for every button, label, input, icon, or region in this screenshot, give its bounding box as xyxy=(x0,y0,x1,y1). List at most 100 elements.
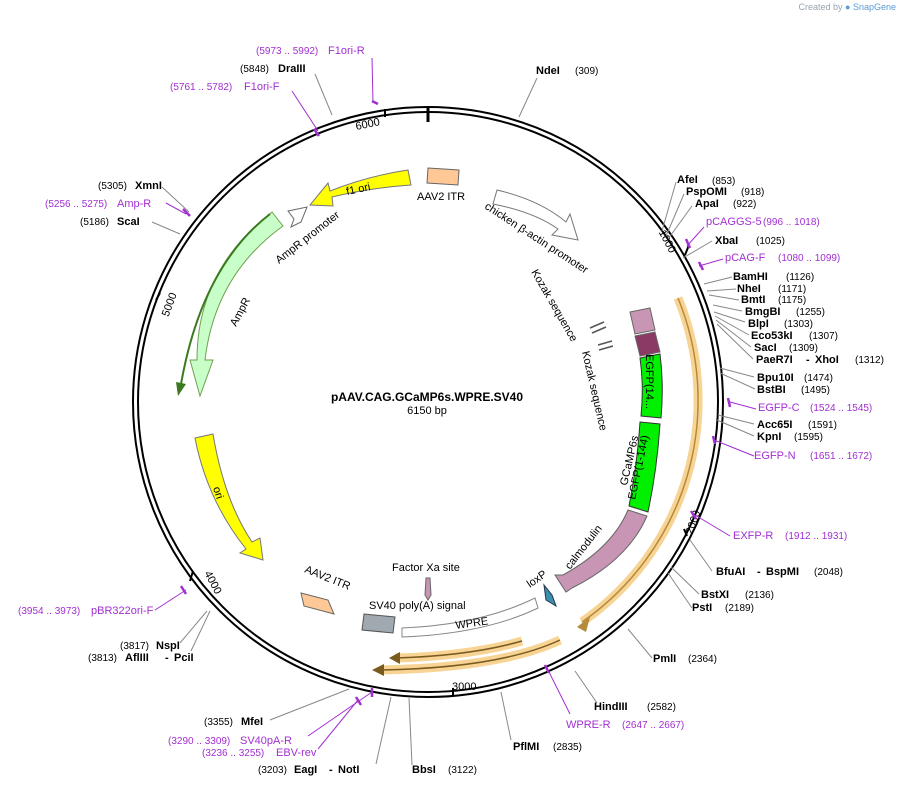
plasmid-size: 6150 bp xyxy=(407,405,447,417)
feature-f1-ori xyxy=(308,169,412,207)
plasmid-name: pAAV.CAG.GCaMP6s.WPRE.SV40 xyxy=(331,390,523,404)
primer-name: Amp-R xyxy=(117,198,151,210)
enzyme-pos: (309) xyxy=(575,66,598,77)
enzyme-pos: (1595) xyxy=(794,432,823,443)
enzyme-name: BmtI xyxy=(741,294,765,306)
enzyme-name: AfeI xyxy=(677,174,698,186)
enzyme-pos: (1312) xyxy=(855,355,884,366)
enzyme-pos: (922) xyxy=(733,199,756,210)
enzyme-name: BfuAI xyxy=(716,566,745,578)
enzyme-pos: (1307) xyxy=(809,331,838,342)
enzyme-name: BstXI xyxy=(701,589,729,601)
feature-calmodulin xyxy=(554,509,648,593)
backbone-outer xyxy=(132,106,724,698)
credit-brand: SnapGene xyxy=(852,2,896,12)
feature-label-ampr-promoter: AmpR promoter xyxy=(273,209,342,266)
primer-name: pBR322ori-F xyxy=(91,605,154,617)
primer-pos: (2647 .. 2667) xyxy=(622,720,684,731)
primer-name: EXFP-R xyxy=(733,530,773,542)
feature-cba-promoter xyxy=(492,189,579,241)
enzyme-name: PaeR7I xyxy=(756,354,793,366)
enzyme-name: DraIII xyxy=(278,63,306,75)
orf-line-main xyxy=(581,297,699,623)
primer-pos: (3954 .. 3973) xyxy=(18,606,80,617)
enzyme-sep: - xyxy=(806,354,810,366)
feature-factor-xa xyxy=(424,577,432,601)
feature-m13-segment xyxy=(634,331,661,357)
enzyme-sep: - xyxy=(165,652,169,664)
feature-kozak-2 xyxy=(597,340,614,351)
credit-prefix: Created by xyxy=(798,2,843,12)
primer-pos: (1524 .. 1545) xyxy=(810,403,872,414)
primer-name: EGFP-N xyxy=(754,450,796,462)
enzyme-name-alt: NotI xyxy=(338,764,359,776)
enzyme-sep: - xyxy=(757,566,761,578)
orf-arrowhead-2 xyxy=(389,652,400,664)
primer-pos: (1080 .. 1099) xyxy=(778,253,840,264)
enzyme-name: PstI xyxy=(692,602,712,614)
feature-label-ori: ori xyxy=(210,485,225,500)
enzyme-pos: (1175) xyxy=(778,295,806,306)
feature-ampr-promoter xyxy=(287,206,308,229)
primer-leaders xyxy=(154,57,757,750)
primer-name: F1ori-R xyxy=(328,45,365,57)
enzyme-pos: (5848) xyxy=(240,64,269,75)
feature-sv40-polya xyxy=(361,613,396,634)
primer-name: F1ori-F xyxy=(244,81,280,93)
enzyme-name: NdeI xyxy=(536,65,560,77)
orf-arrowhead-main xyxy=(577,617,590,632)
orf-line-2 xyxy=(394,640,523,659)
primer-pos: (5761 .. 5782) xyxy=(170,82,232,93)
primer-pos: (5256 .. 5275) xyxy=(45,199,107,210)
enzyme-name-alt: BspMI xyxy=(766,566,799,578)
primer-name: pCAGGS-5 xyxy=(706,216,762,228)
enzyme-name: BamHI xyxy=(733,271,768,283)
enzyme-pos: (2136) xyxy=(745,590,774,601)
enzyme-name: BstBI xyxy=(757,384,786,396)
enzyme-pos: (2582) xyxy=(647,702,676,713)
tick-label-5000: 5000 xyxy=(160,291,180,318)
snapgene-credit: Created by ● SnapGene xyxy=(798,2,896,12)
feature-ori xyxy=(194,433,264,561)
enzyme-name: ScaI xyxy=(117,216,140,228)
tick-label-4000: 4000 xyxy=(201,569,223,596)
enzyme-name: BlpI xyxy=(748,318,769,330)
enzyme-pos: (2364) xyxy=(688,654,717,665)
orf-arrowhead-3 xyxy=(372,664,384,676)
tick-label-1000: 1000 xyxy=(656,228,678,255)
enzyme-pos: (918) xyxy=(741,187,764,198)
feature-ampr-orf-arrowhead xyxy=(176,382,186,396)
enzyme-name: XbaI xyxy=(715,235,738,247)
primer-name: WPRE-R xyxy=(566,719,611,731)
tick-label-3000: 3000 xyxy=(452,681,476,693)
primer-pos: (996 .. 1018) xyxy=(763,217,820,228)
enzyme-name: SacI xyxy=(754,342,777,354)
tick-label-6000: 6000 xyxy=(354,116,380,133)
enzyme-name: HindIII xyxy=(594,701,628,713)
feature-label-kozak-2: Kozak sequence xyxy=(579,350,609,432)
primer-name: pCAG-F xyxy=(725,252,766,264)
feature-egfp-14 xyxy=(639,353,663,419)
enzyme-pos: (1474) xyxy=(804,373,833,384)
enzyme-sep: - xyxy=(329,764,333,776)
enzyme-name: ApaI xyxy=(695,198,719,210)
enzyme-name-alt: PciI xyxy=(174,652,194,664)
feature-loxp xyxy=(543,583,557,608)
enzyme-name: KpnI xyxy=(757,431,781,443)
enzyme-name: NheI xyxy=(737,283,761,295)
enzyme-pos: (1025) xyxy=(756,236,785,247)
enzyme-pos: (3203) xyxy=(258,765,287,776)
enzyme-name: PmlI xyxy=(653,653,676,665)
feature-rsetA-segment xyxy=(629,307,656,335)
primer-pos: (5973 .. 5992) xyxy=(256,46,318,57)
enzyme-pos: (1591) xyxy=(808,420,837,431)
enzyme-name: BbsI xyxy=(412,764,436,776)
snapgene-logo-icon: ● xyxy=(845,2,851,12)
feature-label-aav2-itr-top: AAV2 ITR xyxy=(417,191,465,203)
enzyme-pos: (2189) xyxy=(725,603,754,614)
enzyme-pos: (1495) xyxy=(801,385,830,396)
enzyme-name: EagI xyxy=(294,764,317,776)
feature-label-sv40-polya: SV40 poly(A) signal xyxy=(369,600,466,612)
enzyme-pos: (2835) xyxy=(553,742,582,753)
